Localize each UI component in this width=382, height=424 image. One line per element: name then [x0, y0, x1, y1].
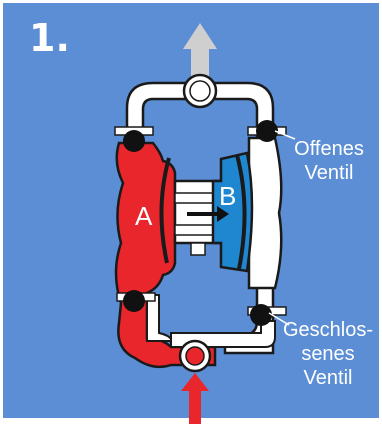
open-valve-leader [274, 130, 296, 140]
open-valve-label: Offenes Ventil [279, 137, 379, 185]
right-diaphragm [235, 154, 247, 270]
closed-valve-label-line: Geschlos- [282, 319, 374, 341]
open-valve-label-line: Offenes [294, 138, 364, 160]
valve-top-left [114, 126, 154, 152]
step-number: 1. [29, 16, 70, 60]
closed-valve-label-line: Ventil [303, 367, 353, 389]
left-bottom-duct [146, 294, 175, 342]
valve-bottom-right [247, 304, 287, 326]
flow-arrow-icon [187, 206, 229, 222]
right-housing [247, 136, 283, 290]
inlet-arrow-icon [181, 373, 209, 424]
closed-valve-label: Geschlos- senes Ventil [278, 318, 378, 390]
closed-valve-label-line: senes [301, 343, 355, 365]
pump-diagram: A B [114, 23, 296, 424]
chamber-a-label: A [135, 201, 153, 231]
closed-valve-leader [268, 312, 290, 326]
chamber-b-label: B [219, 181, 236, 211]
valve-top-right [247, 120, 287, 142]
open-valve-label-line: Ventil [304, 162, 354, 184]
outlet-port [182, 73, 218, 109]
inlet-port [178, 339, 212, 373]
left-diaphragm [159, 157, 171, 264]
valve-bottom-left [116, 290, 156, 312]
